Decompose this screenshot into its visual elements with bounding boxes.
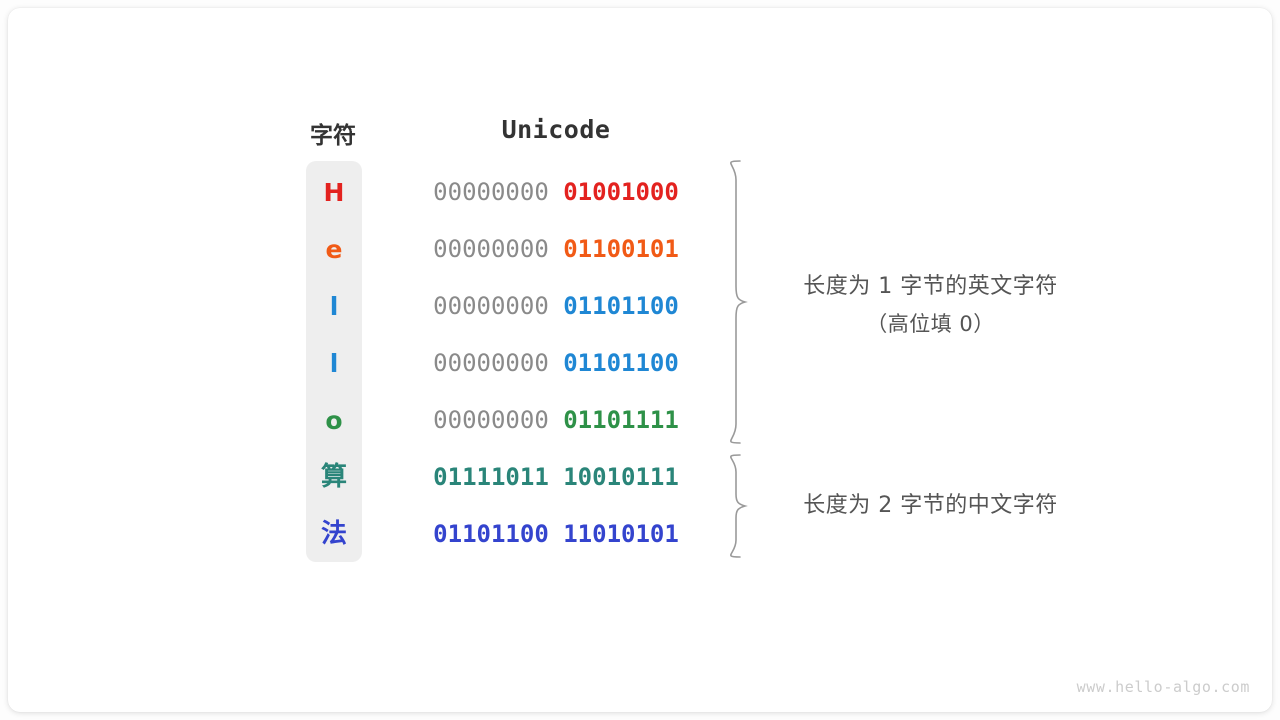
row-high-byte: 00000000 [433, 349, 549, 377]
row-binary-code: 01111011 10010111 [406, 449, 706, 506]
annotation-two-byte: 长度为 2 字节的中文字符 [788, 487, 1073, 519]
annotation-one-byte: 长度为 1 字节的英文字符 （高位填 0） [788, 268, 1073, 338]
row-high-byte: 00000000 [433, 292, 549, 320]
annotation-two-byte-line1: 长度为 2 字节的中文字符 [803, 493, 1058, 518]
encoding-row: 法 01101100 11010101 [0, 506, 1280, 563]
byte-separator [549, 463, 563, 491]
row-low-byte: 01101100 [563, 349, 679, 377]
row-character: 算 [320, 462, 347, 492]
row-binary-code: 00000000 01101111 [406, 392, 706, 449]
row-character: l [329, 292, 339, 321]
row-high-byte: 01111011 [433, 463, 549, 491]
watermark-url: www.hello-algo.com [1076, 678, 1250, 696]
row-binary-code: 00000000 01101100 [406, 278, 706, 335]
byte-separator [549, 178, 563, 206]
row-character: H [323, 178, 345, 207]
byte-separator [549, 292, 563, 320]
encoding-row: e 00000000 01100101 [0, 221, 1280, 278]
row-low-byte: 11010101 [563, 520, 679, 548]
column-header-unicode: Unicode [501, 115, 611, 144]
row-character: l [329, 349, 339, 378]
row-high-byte: 00000000 [433, 178, 549, 206]
row-high-byte: 00000000 [433, 406, 549, 434]
encoding-row: l 00000000 01101100 [0, 335, 1280, 392]
byte-separator [549, 406, 563, 434]
byte-separator [549, 520, 563, 548]
byte-separator [549, 235, 563, 263]
row-binary-code: 01101100 11010101 [406, 506, 706, 563]
row-low-byte: 01101100 [563, 292, 679, 320]
row-binary-code: 00000000 01101100 [406, 335, 706, 392]
row-low-byte: 01101111 [563, 406, 679, 434]
row-character: o [325, 406, 343, 435]
row-character: e [325, 235, 343, 264]
annotation-one-byte-line2: （高位填 0） [866, 312, 995, 336]
row-character: 法 [320, 519, 347, 549]
byte-separator [549, 349, 563, 377]
row-low-byte: 10010111 [563, 463, 679, 491]
row-binary-code: 00000000 01001000 [406, 164, 706, 221]
brace-one-byte-group [730, 160, 748, 444]
row-low-byte: 01001000 [563, 178, 679, 206]
row-high-byte: 00000000 [433, 235, 549, 263]
brace-two-byte-group [730, 454, 748, 558]
column-header-character: 字符 [310, 123, 356, 149]
character-column-background [306, 161, 362, 562]
encoding-row: l 00000000 01101100 [0, 278, 1280, 335]
encoding-row: H 00000000 01001000 [0, 164, 1280, 221]
row-low-byte: 01100101 [563, 235, 679, 263]
annotation-one-byte-line1: 长度为 1 字节的英文字符 [803, 274, 1058, 299]
figure-card [8, 8, 1272, 712]
row-high-byte: 01101100 [433, 520, 549, 548]
row-binary-code: 00000000 01100101 [406, 221, 706, 278]
encoding-row: 算 01111011 10010111 [0, 449, 1280, 506]
encoding-row: o 00000000 01101111 [0, 392, 1280, 449]
